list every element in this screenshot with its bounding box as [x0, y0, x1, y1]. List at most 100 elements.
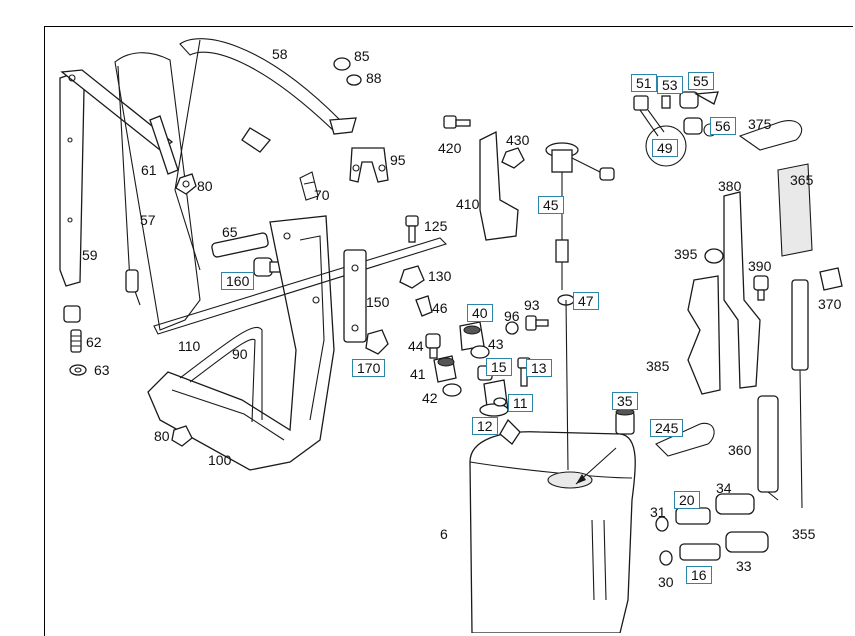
nut-130 — [399, 265, 425, 289]
label-57: 57 — [140, 212, 156, 228]
label-41: 41 — [410, 366, 426, 382]
boxed-label-160: 160 — [221, 272, 255, 290]
label-96: 96 — [504, 308, 520, 324]
plate-150 — [343, 249, 367, 343]
strip-90 — [179, 326, 263, 423]
cable-tie-245 — [655, 422, 715, 457]
cover-365 — [777, 163, 813, 257]
label-62: 62 — [86, 334, 102, 350]
label-95: 95 — [390, 152, 406, 168]
tank-6 — [469, 418, 636, 633]
label-65: 65 — [222, 224, 238, 240]
label-30: 30 — [658, 574, 674, 590]
label-93: 93 — [524, 297, 540, 313]
boxed-label-55: 55 — [688, 72, 714, 90]
label-360: 360 — [728, 442, 752, 458]
strap-57 — [114, 52, 201, 331]
boxed-label-245: 245 — [650, 419, 684, 437]
label-430: 430 — [506, 132, 530, 148]
fitting-34 — [715, 493, 755, 515]
nut-170 — [365, 329, 389, 355]
label-61: 61 — [141, 162, 157, 178]
fitting-20 — [675, 507, 711, 525]
clip-70 — [299, 171, 319, 201]
label-130: 130 — [428, 268, 452, 284]
fitting-16 — [679, 543, 721, 561]
boxed-label-15: 15 — [486, 358, 512, 376]
boxed-label-20: 20 — [674, 491, 700, 509]
label-420: 420 — [438, 140, 462, 156]
label-395: 395 — [674, 246, 698, 262]
filler-neck-11 — [479, 379, 509, 417]
label-31: 31 — [650, 504, 666, 520]
label-34: 34 — [716, 480, 732, 496]
grommet-41 — [433, 355, 457, 383]
bracket-410 — [479, 130, 519, 241]
frame-100 — [147, 215, 335, 471]
nut-430 — [501, 147, 525, 169]
bolt-44 — [425, 333, 441, 359]
seal-ring-49 — [645, 125, 687, 167]
boxed-label-51: 51 — [631, 74, 657, 92]
washer-63 — [69, 364, 87, 376]
washer-96 — [505, 321, 519, 335]
washer-30 — [659, 550, 673, 566]
bolt-125 — [405, 215, 419, 243]
label-44: 44 — [408, 338, 424, 354]
washer-42 — [442, 383, 462, 397]
label-390: 390 — [748, 258, 772, 274]
washer-395 — [704, 248, 724, 264]
label-125: 125 — [424, 218, 448, 234]
boxed-label-56: 56 — [710, 117, 736, 135]
sensor-360 — [757, 395, 779, 501]
label-375: 375 — [748, 116, 772, 132]
boxed-label-47: 47 — [573, 292, 599, 310]
label-100: 100 — [208, 452, 232, 468]
clamp-385 — [687, 275, 721, 395]
leader-45 — [565, 299, 569, 471]
clip-370 — [819, 267, 843, 291]
sender-45 — [545, 142, 615, 290]
arrow-head — [576, 474, 586, 484]
diagram-frame — [44, 26, 853, 636]
boxed-label-170: 170 — [352, 359, 386, 377]
bolt-420 — [443, 115, 471, 129]
label-33: 33 — [736, 558, 752, 574]
label-80a: 80 — [197, 178, 213, 194]
label-6: 6 — [440, 526, 448, 542]
label-88: 88 — [366, 70, 382, 86]
washer-31 — [655, 516, 669, 532]
label-63: 63 — [94, 362, 110, 378]
label-385: 385 — [646, 358, 670, 374]
label-42: 42 — [422, 390, 438, 406]
label-380: 380 — [718, 178, 742, 194]
boxed-label-12: 12 — [472, 417, 498, 435]
boxed-label-40: 40 — [467, 304, 493, 322]
washer-85 — [333, 57, 351, 71]
bolt-61 — [149, 115, 179, 175]
washer-88 — [346, 74, 362, 86]
label-59: 59 — [82, 247, 98, 263]
boxed-label-45: 45 — [538, 196, 564, 214]
label-43: 43 — [488, 336, 504, 352]
key-46 — [415, 295, 433, 317]
label-150: 150 — [366, 294, 390, 310]
boxed-label-13: 13 — [526, 359, 552, 377]
label-355: 355 — [792, 526, 816, 542]
label-370: 370 — [818, 296, 842, 312]
label-410: 410 — [456, 196, 480, 212]
boxed-label-53: 53 — [657, 76, 683, 94]
pin-65 — [211, 232, 269, 258]
label-85: 85 — [354, 48, 370, 64]
bolt-390 — [753, 275, 769, 301]
nut-80b — [171, 425, 193, 447]
rod-355 — [791, 279, 809, 509]
washer-43 — [470, 345, 490, 359]
fitting-33 — [725, 531, 769, 553]
strap-58 — [174, 38, 357, 271]
cable-tie-375 — [738, 120, 803, 151]
boxed-label-16: 16 — [686, 566, 712, 584]
boxed-label-49: 49 — [652, 139, 678, 157]
label-58: 58 — [272, 46, 288, 62]
